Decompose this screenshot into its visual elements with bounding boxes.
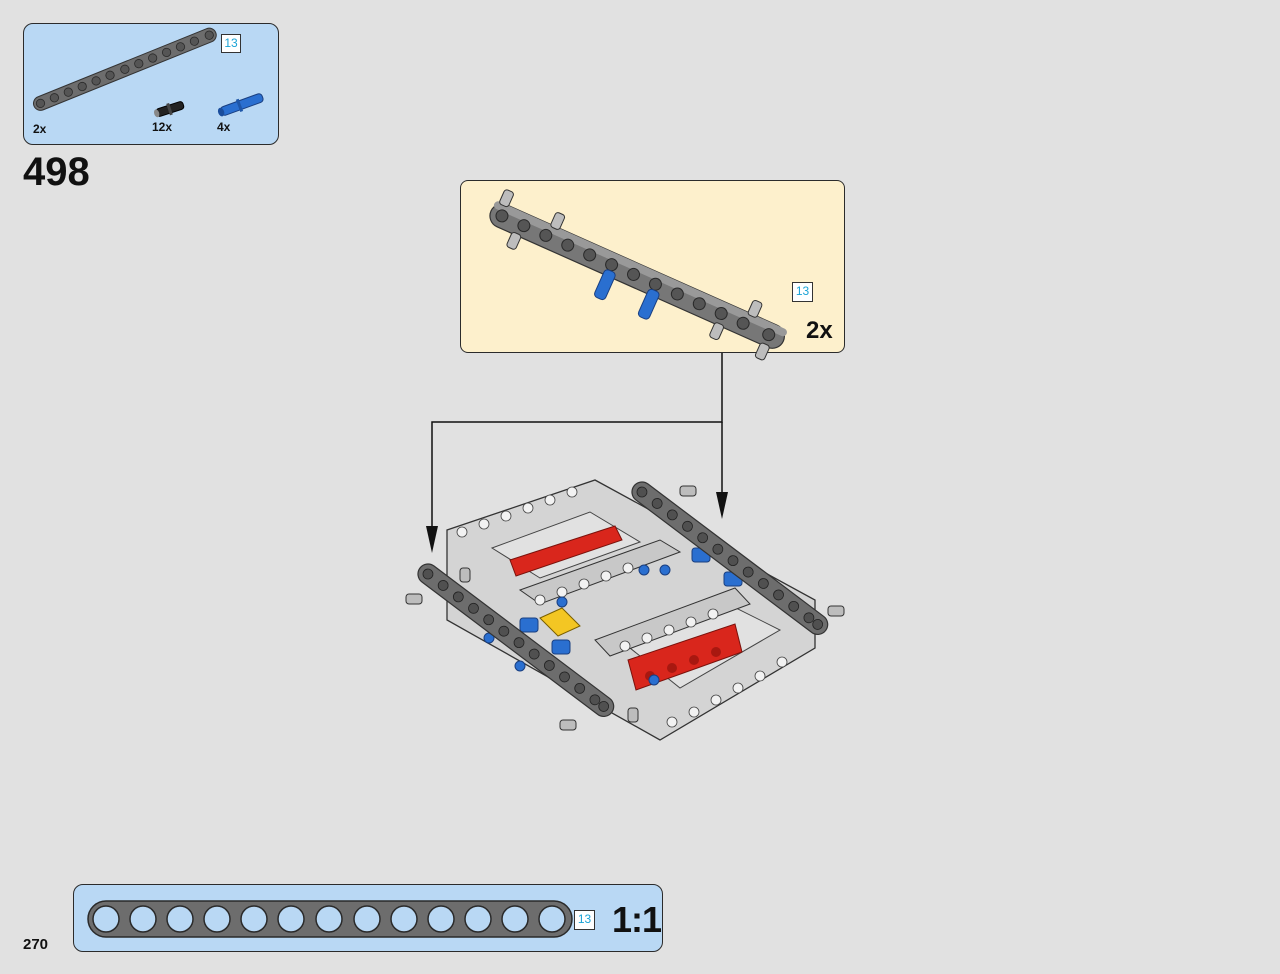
blue-axle-pin-icon [217, 93, 264, 117]
parts-list-panel: 13 2x 12x 4x [23, 23, 279, 145]
parts-qty-black-pin: 12x [152, 120, 173, 134]
black-pin-icon [154, 101, 185, 118]
scale-ratio: 1:1 [612, 899, 662, 940]
right-side-beam [631, 481, 829, 636]
assembly-arrows [431, 353, 723, 532]
length-badge: 13 [221, 34, 241, 53]
frame-model [446, 479, 816, 741]
page-number: 270 [23, 936, 49, 953]
parts-qty-beam: 2x [33, 122, 47, 136]
subassembly-callout: 13 2x [460, 180, 845, 361]
subassembly-length-badge: 13 [792, 282, 813, 302]
step-number: 498 [23, 150, 90, 194]
left-side-beam [417, 563, 615, 718]
scale-beam-icon [87, 900, 573, 938]
scale-bar-panel: 13 1:1 [73, 884, 663, 952]
parts-qty-blue-pin: 4x [217, 120, 231, 134]
scale-length-badge: 13 [574, 910, 595, 930]
beam-13-icon [32, 27, 217, 111]
subassembly-beam-icon [489, 189, 787, 361]
subassembly-qty: 2x [806, 317, 833, 344]
